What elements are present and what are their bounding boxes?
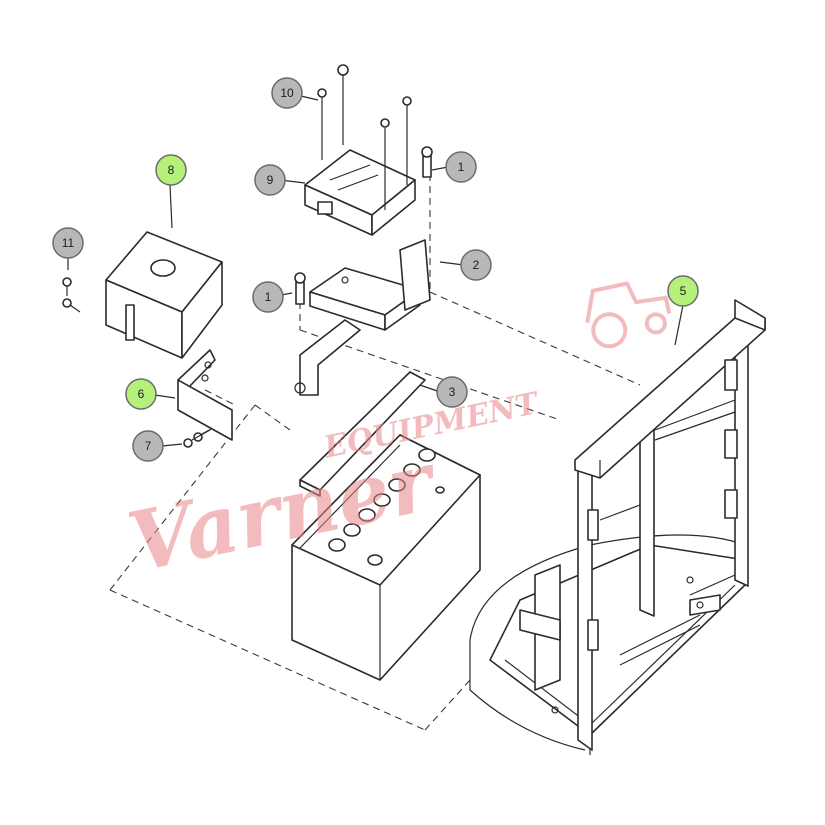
svg-text:3: 3 [449, 385, 456, 399]
svg-text:1: 1 [265, 290, 272, 304]
callout-7: 7 [132, 430, 164, 462]
callout-11: 11 [52, 227, 84, 259]
callout-5: 5 [667, 275, 699, 307]
tractor-icon [585, 281, 672, 349]
mounting-bracket-part [294, 239, 431, 396]
callout-1-left: 1 [252, 281, 284, 313]
callout-6: 6 [125, 378, 157, 410]
svg-text:6: 6 [138, 387, 145, 401]
svg-text:11: 11 [62, 236, 75, 250]
svg-text:5: 5 [680, 284, 687, 298]
callout-2: 2 [460, 249, 492, 281]
svg-text:10: 10 [280, 86, 294, 100]
bracket-part [177, 349, 233, 441]
callout-9: 9 [254, 164, 286, 196]
battery [291, 434, 481, 681]
callout-10: 10 [271, 77, 303, 109]
cover-part [105, 231, 223, 359]
callout-8: 8 [155, 154, 187, 186]
callout-1-top: 1 [445, 151, 477, 183]
svg-text:1: 1 [458, 160, 465, 174]
svg-text:9: 9 [267, 173, 274, 187]
svg-text:2: 2 [473, 258, 480, 272]
svg-text:7: 7 [145, 439, 152, 453]
bolts [62, 64, 433, 448]
battery-frame-part [469, 299, 766, 755]
hold-down-strap-part [299, 371, 426, 497]
controller-module-part [304, 149, 416, 236]
svg-text:8: 8 [168, 163, 175, 177]
leader-lines [67, 92, 684, 447]
callout-3: 3 [436, 376, 468, 408]
